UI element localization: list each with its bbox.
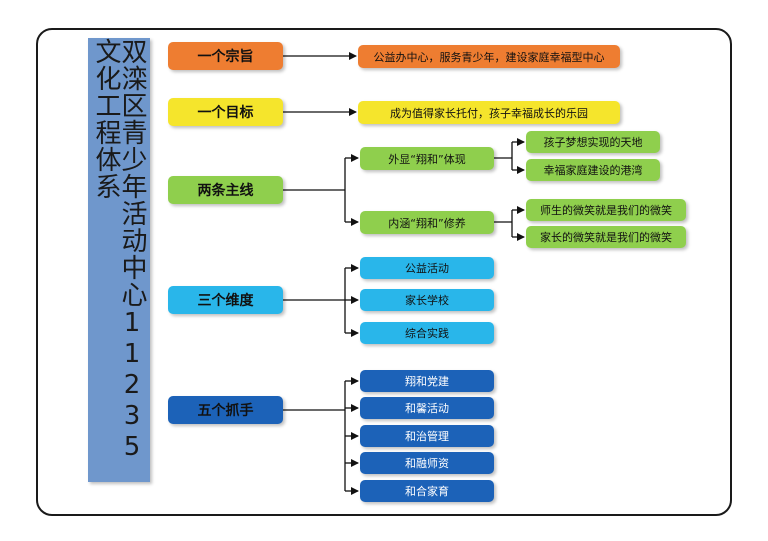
category-goal-label: 一个目标 [197, 105, 254, 121]
lever-item-4-text: 和融师资 [405, 457, 449, 470]
lever-item-1-text: 翔和党建 [405, 375, 449, 388]
lever-item-3: 和治管理 [360, 425, 494, 447]
outer-item-1-text: 孩子梦想实现的天地 [543, 136, 643, 149]
outer-item-2-text: 幸福家庭建设的港湾 [543, 164, 643, 177]
purpose-item: 公益办中心，服务青少年，建设家庭幸福型中心 [358, 45, 620, 68]
dimension-item-1-text: 公益活动 [405, 262, 449, 275]
outer-item-2: 幸福家庭建设的港湾 [526, 159, 660, 181]
category-mainlines: 两条主线 [168, 176, 283, 204]
inner-item-2: 家长的微笑就是我们的微笑 [526, 226, 686, 248]
inner-item-2-text: 家长的微笑就是我们的微笑 [540, 231, 672, 244]
mainline-outer: 外显“翔和”体现 [360, 147, 494, 170]
category-purpose: 一个宗旨 [168, 42, 283, 70]
category-purpose-label: 一个宗旨 [197, 49, 254, 65]
mainline-outer-label: 外显“翔和”体现 [388, 152, 466, 166]
page-title: 双滦区青少年活动中心11235文化工程体系 [91, 38, 147, 463]
lever-item-5-text: 和合家育 [405, 485, 449, 498]
mainline-inner: 内涵“翔和”修养 [360, 211, 494, 234]
inner-item-1: 师生的微笑就是我们的微笑 [526, 199, 686, 221]
goal-item: 成为值得家长托付，孩子幸福成长的乐园 [358, 101, 620, 124]
category-mainlines-label: 两条主线 [197, 183, 254, 199]
dimension-item-3: 综合实践 [360, 322, 494, 344]
lever-item-2: 和馨活动 [360, 397, 494, 419]
lever-item-1: 翔和党建 [360, 370, 494, 392]
goal-item-text: 成为值得家长托付，孩子幸福成长的乐园 [390, 106, 588, 120]
mainline-inner-label: 内涵“翔和”修养 [388, 216, 466, 230]
category-levers: 五个抓手 [168, 396, 283, 424]
dimension-item-1: 公益活动 [360, 257, 494, 279]
category-dimensions-label: 三个维度 [197, 293, 254, 309]
category-goal: 一个目标 [168, 98, 283, 126]
lever-item-2-text: 和馨活动 [405, 402, 449, 415]
category-levers-label: 五个抓手 [197, 403, 254, 419]
dimension-item-2-text: 家长学校 [405, 294, 449, 307]
dimension-item-3-text: 综合实践 [405, 327, 449, 340]
lever-item-4: 和融师资 [360, 452, 494, 474]
outer-item-1: 孩子梦想实现的天地 [526, 131, 660, 153]
purpose-item-text: 公益办中心，服务青少年，建设家庭幸福型中心 [373, 50, 605, 64]
lever-item-5: 和合家育 [360, 480, 494, 502]
title-panel: 双滦区青少年活动中心11235文化工程体系 [88, 38, 150, 482]
lever-item-3-text: 和治管理 [405, 430, 449, 443]
inner-item-1-text: 师生的微笑就是我们的微笑 [540, 204, 672, 217]
category-dimensions: 三个维度 [168, 286, 283, 314]
dimension-item-2: 家长学校 [360, 289, 494, 311]
